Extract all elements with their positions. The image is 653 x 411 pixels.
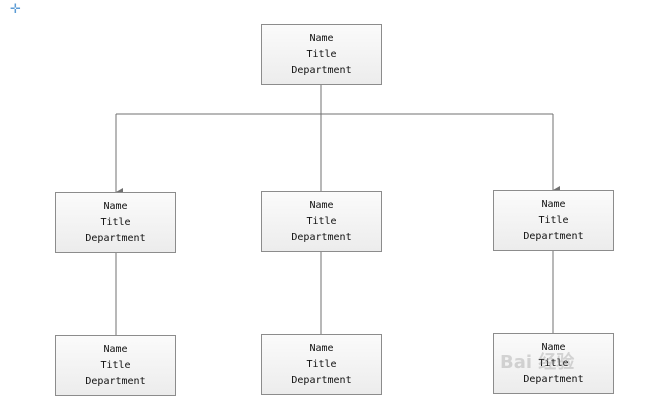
node-department: Department	[85, 232, 146, 244]
origin-marker-icon: ✛	[10, 2, 21, 17]
node-title: Title	[100, 216, 131, 228]
watermark-logo: Bai 经验	[500, 352, 575, 373]
node-title: Title	[306, 48, 337, 60]
node-title: Title	[538, 357, 569, 369]
org-node-mid-2[interactable]: Name Title Department	[261, 191, 382, 252]
org-node-mid-1[interactable]: Name Title Department	[55, 192, 176, 253]
org-node-leaf-1[interactable]: Name Title Department	[55, 335, 176, 396]
node-department: Department	[291, 64, 352, 76]
org-node-leaf-3[interactable]: Name Title Department	[493, 333, 614, 394]
node-name: Name	[103, 343, 128, 355]
node-name: Name	[309, 32, 334, 44]
node-department: Department	[85, 375, 146, 387]
node-department: Department	[291, 231, 352, 243]
node-title: Title	[538, 214, 569, 226]
node-name: Name	[309, 199, 334, 211]
node-name: Name	[309, 342, 334, 354]
org-node-mid-3[interactable]: Name Title Department	[493, 190, 614, 251]
node-department: Department	[291, 374, 352, 386]
org-node-root[interactable]: Name Title Department	[261, 24, 382, 85]
node-department: Department	[523, 230, 584, 242]
node-department: Department	[523, 373, 584, 385]
node-title: Title	[306, 215, 337, 227]
node-name: Name	[541, 341, 566, 353]
node-title: Title	[100, 359, 131, 371]
node-title: Title	[306, 358, 337, 370]
node-name: Name	[541, 198, 566, 210]
org-node-leaf-2[interactable]: Name Title Department	[261, 334, 382, 395]
node-name: Name	[103, 200, 128, 212]
